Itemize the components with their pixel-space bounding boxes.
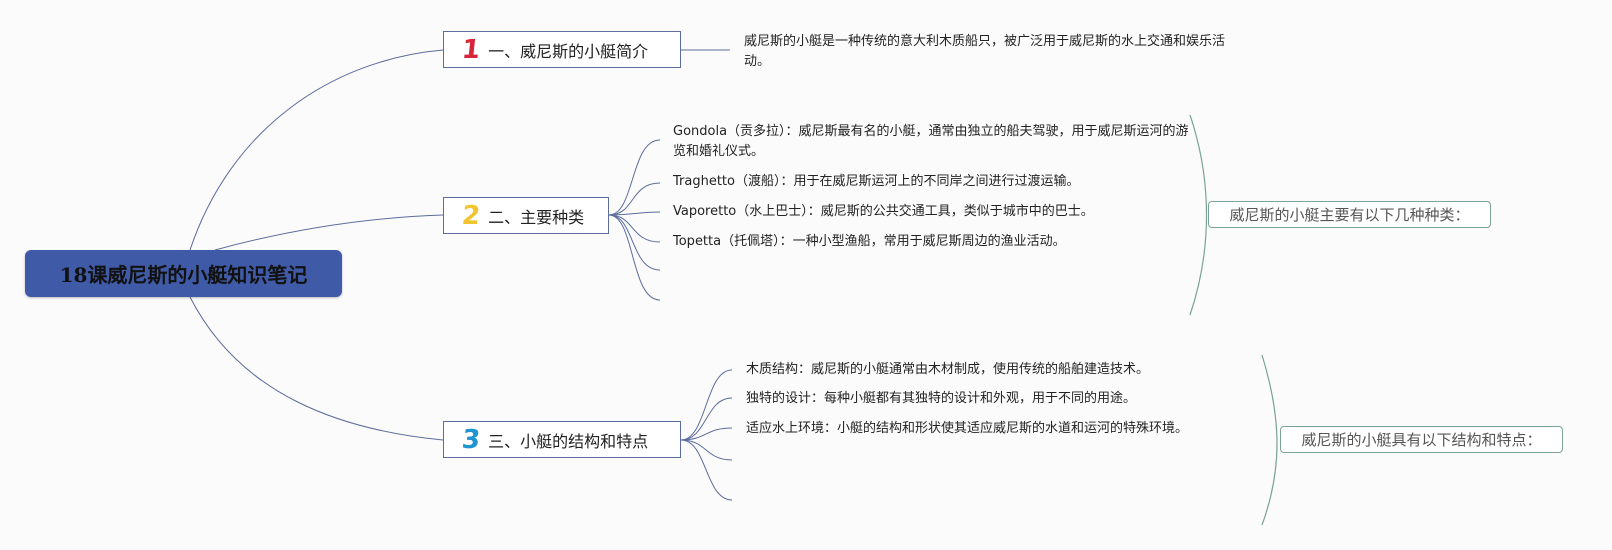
features-summary-text: 威尼斯的小艇具有以下结构和特点：: [1301, 431, 1542, 449]
features-fan-line-4: [680, 439, 733, 461]
feature-item-design[interactable]: 独特的设计：每种小艇都有其独特的设计和外观，用于不同的用途。: [746, 391, 1137, 406]
features-summary-bracket: [1261, 354, 1278, 526]
feature-item-wood[interactable]: 木质结构：威尼斯的小艇通常由木材制成，使用传统的船舶建造技术。: [746, 362, 1150, 377]
branch-number-3: 3: [460, 424, 482, 455]
type-item-vaporetto[interactable]: Vaporetto（水上巴士）：威尼斯的公共交通工具，类似于城市中的巴士。: [673, 204, 1094, 219]
types-summary-text: 威尼斯的小艇主要有以下几种种类：: [1229, 206, 1470, 224]
features-summary[interactable]: 威尼斯的小艇具有以下结构和特点：: [1280, 426, 1563, 453]
type-item-gondola[interactable]: Gondola（贡多拉）：威尼斯最有名的小艇，通常由独立的船夫驾驶，用于威尼斯运…: [673, 124, 1189, 159]
types-fan-line-4: [608, 214, 661, 243]
features-fan-line-1: [680, 369, 733, 441]
types-fan-line-3: [608, 211, 661, 216]
branch-number-1: 1: [460, 34, 482, 65]
types-fan-line-2: [608, 182, 661, 216]
root-title: 18课威尼斯的小艇知识笔记: [59, 263, 308, 287]
branch-intro[interactable]: 1 一、威尼斯的小艇简介: [443, 31, 681, 68]
features-fan-line-2: [680, 397, 733, 441]
root-to-branch-2-line: [214, 214, 444, 251]
branch-features[interactable]: 3 三、小艇的结构和特点: [443, 421, 681, 458]
branch-features-label: 三、小艇的结构和特点: [488, 431, 649, 451]
types-fan-line-5: [608, 214, 661, 271]
branch-types-label: 二、主要种类: [488, 207, 585, 227]
types-fan-line-6: [608, 214, 661, 301]
features-fan-line-5: [680, 439, 733, 501]
features-fan-line-3: [680, 427, 733, 441]
feature-item-water[interactable]: 适应水上环境：小艇的结构和形状使其适应威尼斯的水道和运河的特殊环境。: [746, 421, 1189, 436]
branch-number-2: 2: [460, 200, 482, 231]
root-to-branch-1-line: [189, 49, 444, 251]
root-to-branch-3-line: [189, 296, 444, 441]
intro-description[interactable]: 威尼斯的小艇是一种传统的意大利木质船只，被广泛用于威尼斯的水上交通和娱乐活动。: [744, 34, 1226, 69]
types-summary[interactable]: 威尼斯的小艇主要有以下几种种类：: [1208, 201, 1491, 228]
branch-types[interactable]: 2 二、主要种类: [443, 197, 609, 234]
branch-intro-label: 一、威尼斯的小艇简介: [488, 41, 649, 61]
type-item-topetta[interactable]: Topetta（托佩塔）：一种小型渔船，常用于威尼斯周边的渔业活动。: [673, 234, 1066, 249]
types-fan-line-1: [608, 139, 661, 216]
root-topic[interactable]: 18课威尼斯的小艇知识笔记: [25, 250, 342, 297]
type-item-traghetto[interactable]: Traghetto（渡船）：用于在威尼斯运河上的不同岸之间进行过渡运输。: [673, 174, 1080, 189]
types-summary-bracket: [1189, 114, 1208, 316]
